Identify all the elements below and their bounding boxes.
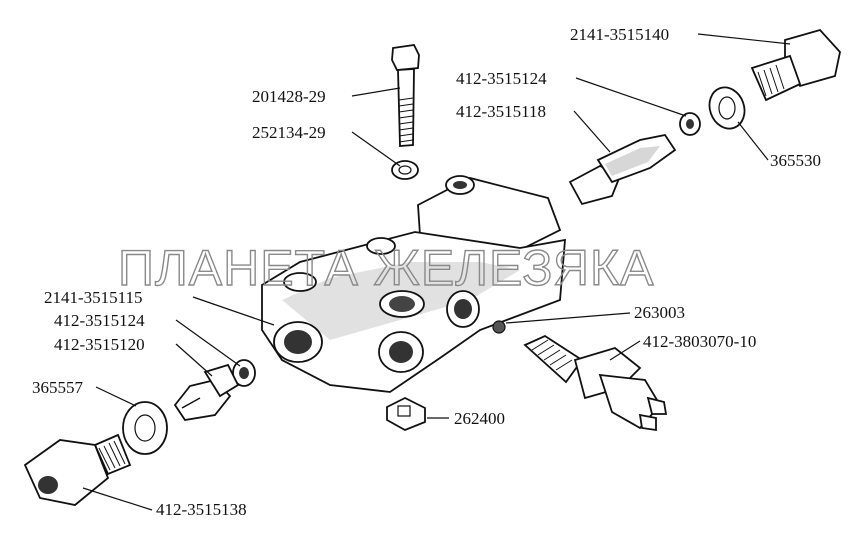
label-lock-washer: 252134-29 [252,123,326,142]
switch [523,334,668,432]
label-gasket-left: 412-3515124 [54,311,145,330]
washer-top [708,86,746,130]
label-washer-top: 365530 [770,151,821,170]
part-labels: 201428-29 252134-29 2141-3515140 412-351… [32,25,821,519]
leader-lines [82,33,791,511]
label-washer-left: 365557 [32,378,84,397]
label-body: 2141-3515115 [44,288,143,307]
label-nut: 262400 [454,409,505,428]
label-piston-left: 412-3515120 [54,335,145,354]
label-ball: 263003 [634,303,685,322]
piston-top [568,133,677,206]
gasket-top [679,112,701,136]
piston-left [173,363,240,421]
fitting-left [23,433,132,506]
lock-washer [391,160,419,180]
label-piston-top: 412-3515118 [456,102,546,121]
label-fitting-top: 2141-3515140 [570,25,669,44]
label-gasket-top: 412-3515124 [456,69,547,88]
washer-left [122,401,168,455]
nut [386,396,426,431]
valve-body [261,175,566,393]
label-bolt: 201428-29 [252,87,326,106]
label-fitting-left: 412-3515138 [156,500,247,519]
label-switch: 412-3803070-10 [643,332,756,351]
watermark-text: ПЛАНЕТА ЖЕЛЕЗЯКА [118,240,654,296]
ball [492,320,506,334]
fitting-top [750,28,841,102]
bolt [391,44,420,147]
